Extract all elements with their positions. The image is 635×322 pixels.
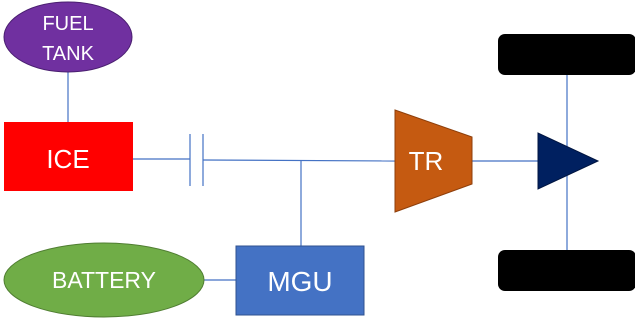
- rear-wheel: [498, 250, 635, 291]
- transmission-label: TR: [409, 146, 444, 176]
- ice-label: ICE: [46, 144, 89, 174]
- battery-node: [3, 242, 205, 318]
- mgu-node: [235, 245, 365, 316]
- clutch-to-tr-line: [202, 159, 396, 162]
- battery-label: BATTERY: [52, 267, 156, 293]
- transmission-node: [394, 109, 473, 213]
- mgu-label: MGU: [267, 266, 332, 297]
- fuel-tank-label-line2: TANK: [42, 43, 95, 65]
- fuel-tank-label-line1: FUEL: [42, 13, 93, 35]
- clutch-icon: [189, 134, 204, 186]
- differential-node: [537, 132, 600, 190]
- front-wheel: [498, 34, 635, 75]
- ice-node: [4, 122, 133, 191]
- fuel-tank-node: [3, 1, 133, 73]
